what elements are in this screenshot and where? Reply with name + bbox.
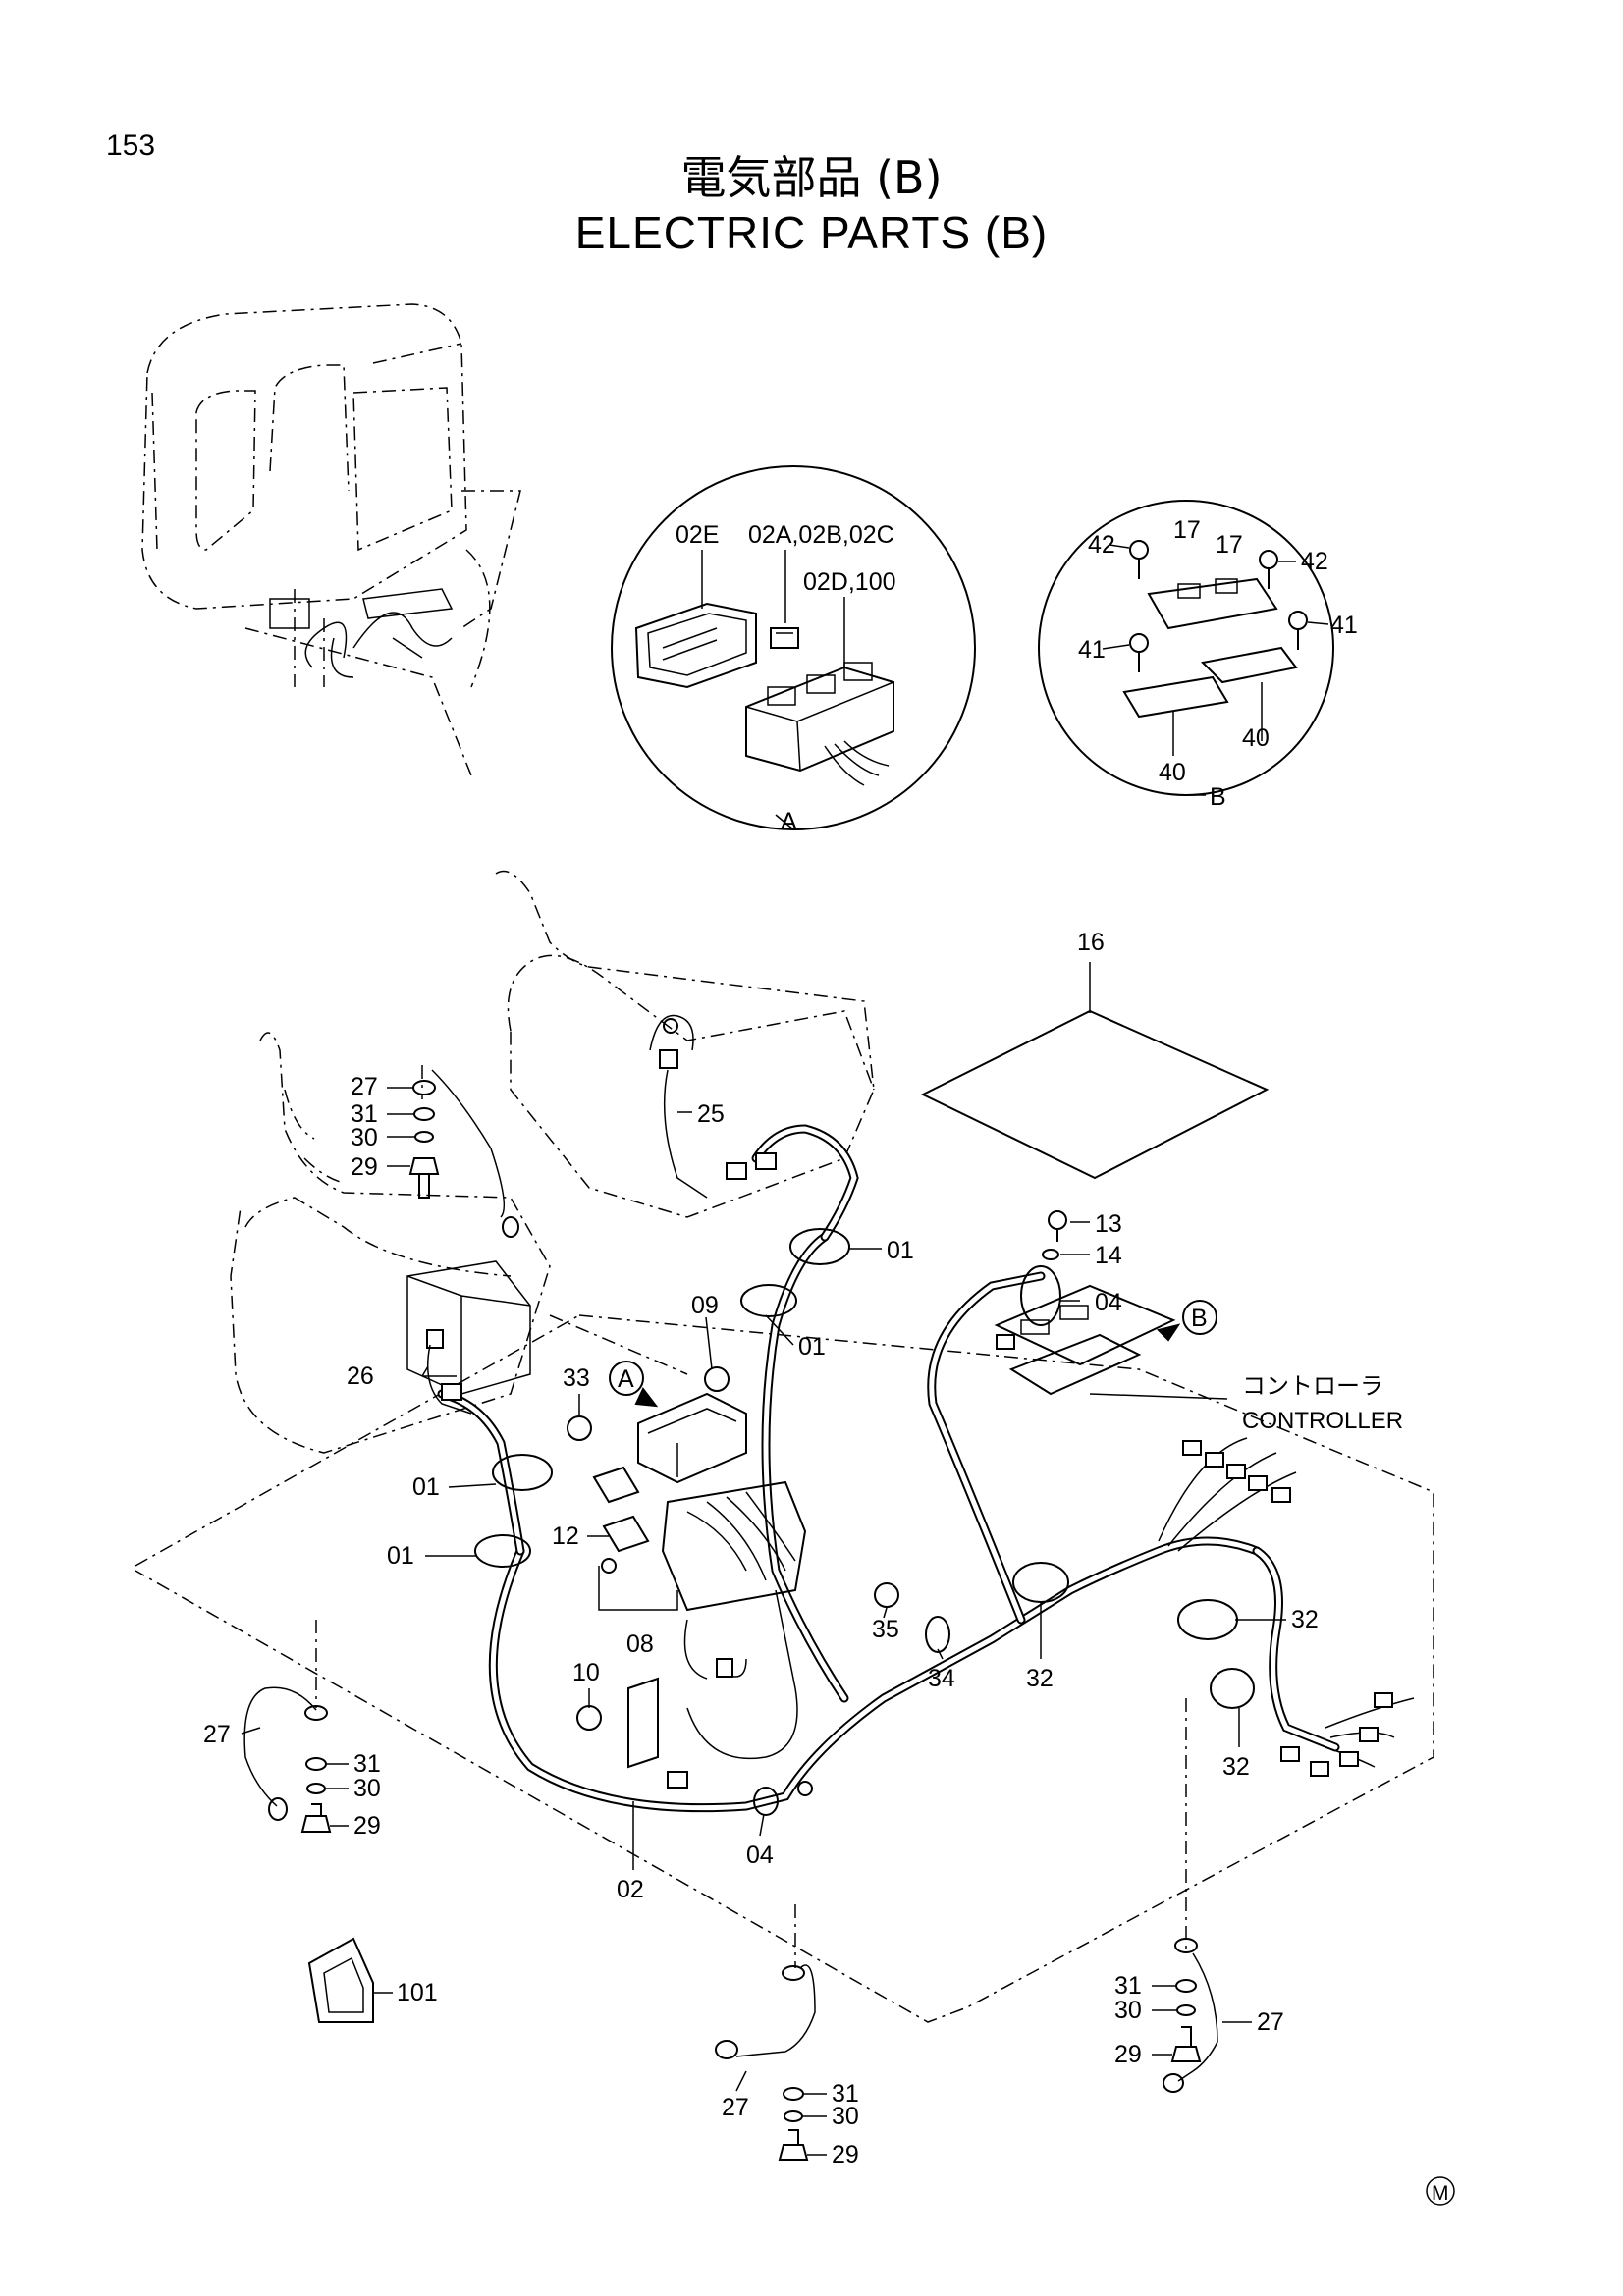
wire-harness-02 bbox=[437, 1124, 1415, 1813]
detail-a-label-02abc: 02A,02B,02C bbox=[748, 521, 894, 549]
detail-b-letter: B bbox=[1210, 783, 1226, 811]
callout-labels: 13 14 04 25 01 01 09 27 31 30 29 26 33 0… bbox=[203, 1073, 1319, 2168]
label-34: 34 bbox=[928, 1665, 955, 1692]
label-13: 13 bbox=[1095, 1210, 1122, 1238]
label-29-d: 29 bbox=[1114, 2041, 1142, 2068]
label-31-c: 31 bbox=[832, 2080, 859, 2108]
label-01-b: 01 bbox=[798, 1333, 826, 1361]
label-01-c: 01 bbox=[412, 1473, 440, 1501]
label-14: 14 bbox=[1095, 1242, 1122, 1269]
label-30-a: 30 bbox=[351, 1124, 378, 1151]
label-30-c: 30 bbox=[832, 2103, 859, 2130]
label-02: 02 bbox=[617, 1876, 644, 1903]
label-01-d: 01 bbox=[387, 1542, 414, 1570]
label-27-b: 27 bbox=[203, 1721, 231, 1748]
label-32-a: 32 bbox=[1026, 1665, 1054, 1692]
detail-a-label-02d: 02D,100 bbox=[803, 568, 896, 596]
detail-b-label-41b: 41 bbox=[1078, 636, 1106, 664]
cables-25-26 bbox=[427, 1014, 708, 1415]
detail-b-label-40a: 40 bbox=[1242, 724, 1270, 752]
label-29-c: 29 bbox=[832, 2141, 859, 2168]
detail-b: 42 17 17 42 41 41 40 40 B bbox=[1038, 500, 1358, 811]
label-30-b: 30 bbox=[353, 1775, 381, 1802]
controller-label-en: CONTROLLER bbox=[1242, 1408, 1403, 1434]
tag-101 bbox=[307, 1937, 393, 2023]
label-27-d: 27 bbox=[1257, 2008, 1284, 2036]
leader-lines bbox=[241, 1087, 1286, 2156]
label-33: 33 bbox=[563, 1364, 590, 1392]
ground-cables bbox=[243, 1065, 1218, 2093]
base-plate-outline bbox=[135, 1314, 1434, 2023]
label-101: 101 bbox=[397, 1979, 438, 2006]
ref-a-letter: A bbox=[618, 1365, 634, 1393]
detail-a: 02E 02A,02B,02C 02D,100 A bbox=[611, 465, 976, 835]
page-title-english: ELECTRIC PARTS (B) bbox=[574, 207, 1049, 258]
revision-mark-circle bbox=[1426, 2176, 1455, 2206]
label-31-d: 31 bbox=[1114, 1972, 1142, 2000]
label-08: 08 bbox=[626, 1630, 654, 1658]
label-27-c: 27 bbox=[722, 2094, 749, 2121]
controller-sheet-16: 16 bbox=[920, 929, 1270, 1180]
label-12: 12 bbox=[552, 1522, 579, 1550]
detail-a-letter: A bbox=[781, 808, 797, 835]
detail-b-label-40b: 40 bbox=[1159, 759, 1186, 786]
label-27-a: 27 bbox=[351, 1073, 378, 1100]
page-number: 153 bbox=[106, 130, 156, 162]
ref-circle-b bbox=[1182, 1300, 1217, 1335]
label-26: 26 bbox=[347, 1362, 374, 1390]
controller-bracket: コントローラ CONTROLLER bbox=[994, 1284, 1403, 1434]
page-title-japanese: 電気部品 (B) bbox=[680, 151, 943, 204]
detail-b-label-41a: 41 bbox=[1330, 612, 1358, 639]
seat-silhouettes bbox=[230, 870, 875, 1454]
controller-label-jp: コントローラ bbox=[1242, 1372, 1383, 1400]
label-01-a: 01 bbox=[887, 1237, 914, 1264]
label-25: 25 bbox=[697, 1100, 725, 1128]
label-32-b: 32 bbox=[1291, 1606, 1319, 1633]
label-31-b: 31 bbox=[353, 1750, 381, 1778]
label-04-lower: 04 bbox=[746, 1842, 774, 1869]
label-35: 35 bbox=[872, 1616, 899, 1643]
ref-circle-a bbox=[609, 1361, 644, 1396]
detail-b-label-17a: 17 bbox=[1173, 516, 1201, 544]
harness-connectors bbox=[426, 1049, 1393, 1789]
label-32-c: 32 bbox=[1222, 1753, 1250, 1781]
label-30-d: 30 bbox=[1114, 1997, 1142, 2024]
label-16: 16 bbox=[1077, 929, 1105, 956]
revision-mark: M bbox=[1432, 2182, 1449, 2205]
label-29-a: 29 bbox=[351, 1153, 378, 1181]
label-29-b: 29 bbox=[353, 1812, 381, 1840]
cab-overview-illustration bbox=[141, 303, 521, 776]
detail-a-label-02e: 02E bbox=[676, 521, 719, 549]
label-04-upper: 04 bbox=[1095, 1289, 1122, 1316]
controller-connector-assembly bbox=[567, 1366, 899, 1796]
label-31-a: 31 bbox=[351, 1100, 378, 1128]
detail-b-label-17b: 17 bbox=[1216, 531, 1243, 559]
ref-b-letter: B bbox=[1191, 1305, 1208, 1332]
label-10: 10 bbox=[572, 1659, 600, 1686]
label-09: 09 bbox=[691, 1292, 719, 1319]
detail-b-label-42b: 42 bbox=[1301, 548, 1328, 575]
